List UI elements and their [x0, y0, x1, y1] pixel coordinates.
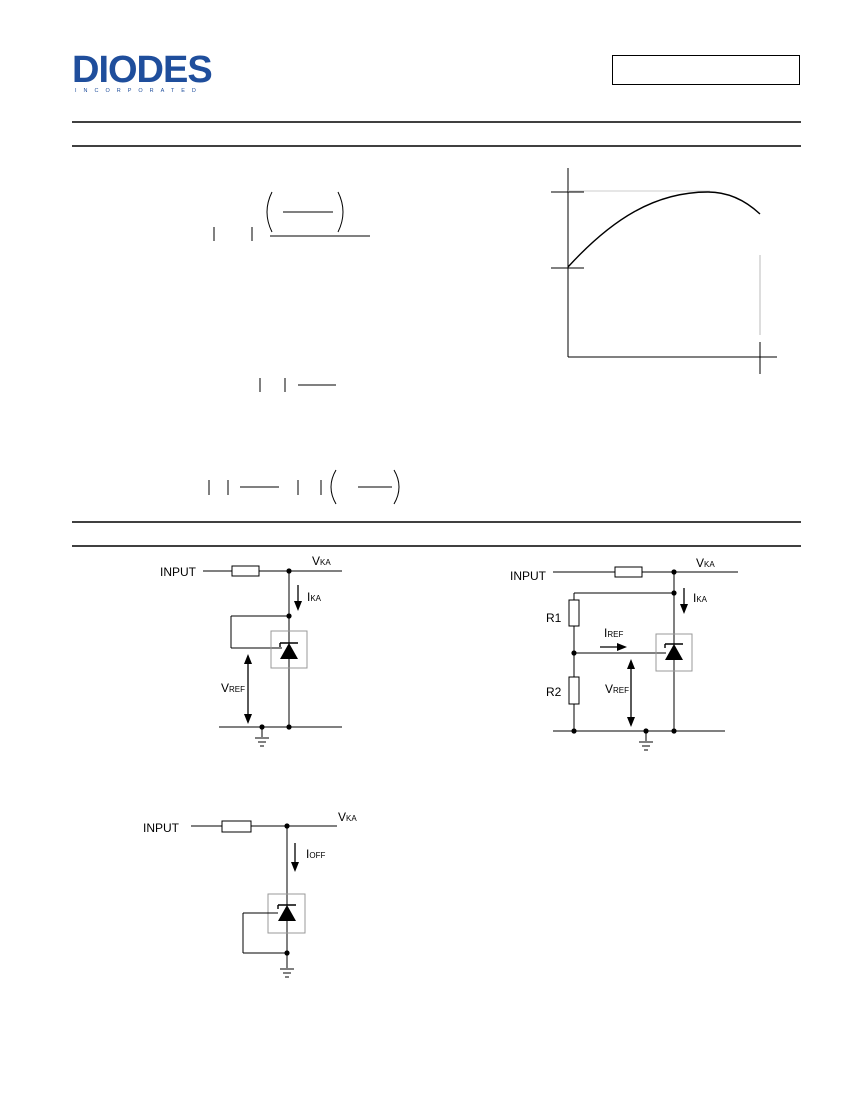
equation-3 — [208, 469, 400, 505]
fig1-vref-label: V — [221, 681, 229, 695]
fig2-r1-label: R1 — [546, 611, 562, 625]
fig2-iref-label: I — [604, 626, 607, 640]
svg-text:VKA: VKA — [696, 556, 715, 570]
fig2-iref-sub: REF — [607, 630, 623, 639]
svg-text:VREF: VREF — [605, 682, 629, 696]
fig3-vka-sub: KA — [346, 814, 357, 823]
equation-fragments — [208, 191, 400, 505]
svg-text:IOFF: IOFF — [306, 847, 325, 861]
fig2-vref-sub: REF — [613, 686, 629, 695]
svg-text:VKA: VKA — [312, 554, 331, 568]
fig3-input-label: INPUT — [143, 821, 180, 835]
fig2-vka-sub: KA — [704, 560, 715, 569]
equation-1 — [213, 191, 370, 241]
equation-2 — [259, 378, 336, 392]
fig1-vref-sub: REF — [229, 685, 245, 694]
logo-subtext: INCORPORATED — [75, 88, 203, 94]
fig2-r2-label: R2 — [546, 685, 562, 699]
fig1-vka-label: V — [312, 554, 320, 568]
fig2-ika-label: I — [693, 591, 696, 605]
curve-graph — [551, 168, 777, 374]
fig2-input-label: INPUT — [510, 569, 547, 583]
svg-text:IREF: IREF — [604, 626, 623, 640]
fig2-vka-label: V — [696, 556, 704, 570]
svg-text:IKA: IKA — [693, 591, 708, 605]
fig2-vref-label: V — [605, 682, 613, 696]
fig1-ika-sub: KA — [310, 594, 321, 603]
svg-text:VREF: VREF — [221, 681, 245, 695]
section-rules — [72, 121, 801, 547]
circuit-fig3: INPUT VKA IOFF — [143, 810, 357, 978]
fig1-input-label: INPUT — [160, 565, 197, 579]
fig1-ika-label: I — [307, 590, 310, 604]
diodes-logo: DIODES INCORPORATED — [72, 50, 228, 98]
svg-text:IKA: IKA — [307, 590, 322, 604]
part-number-box — [612, 55, 800, 85]
fig1-vka-sub: KA — [320, 558, 331, 567]
circuit-fig1: INPUT VKA IKA VREF — [160, 554, 342, 747]
fig3-ioff-sub: OFF — [309, 851, 325, 860]
logo-wordmark: DIODES — [72, 49, 213, 91]
circuit-fig2: INPUT VKA IKA IREF VREF R1 R2 — [510, 556, 738, 751]
fig2-ika-sub: KA — [696, 595, 707, 604]
fig3-ioff-label: I — [306, 847, 309, 861]
svg-text:VKA: VKA — [338, 810, 357, 824]
fig3-vka-label: V — [338, 810, 346, 824]
